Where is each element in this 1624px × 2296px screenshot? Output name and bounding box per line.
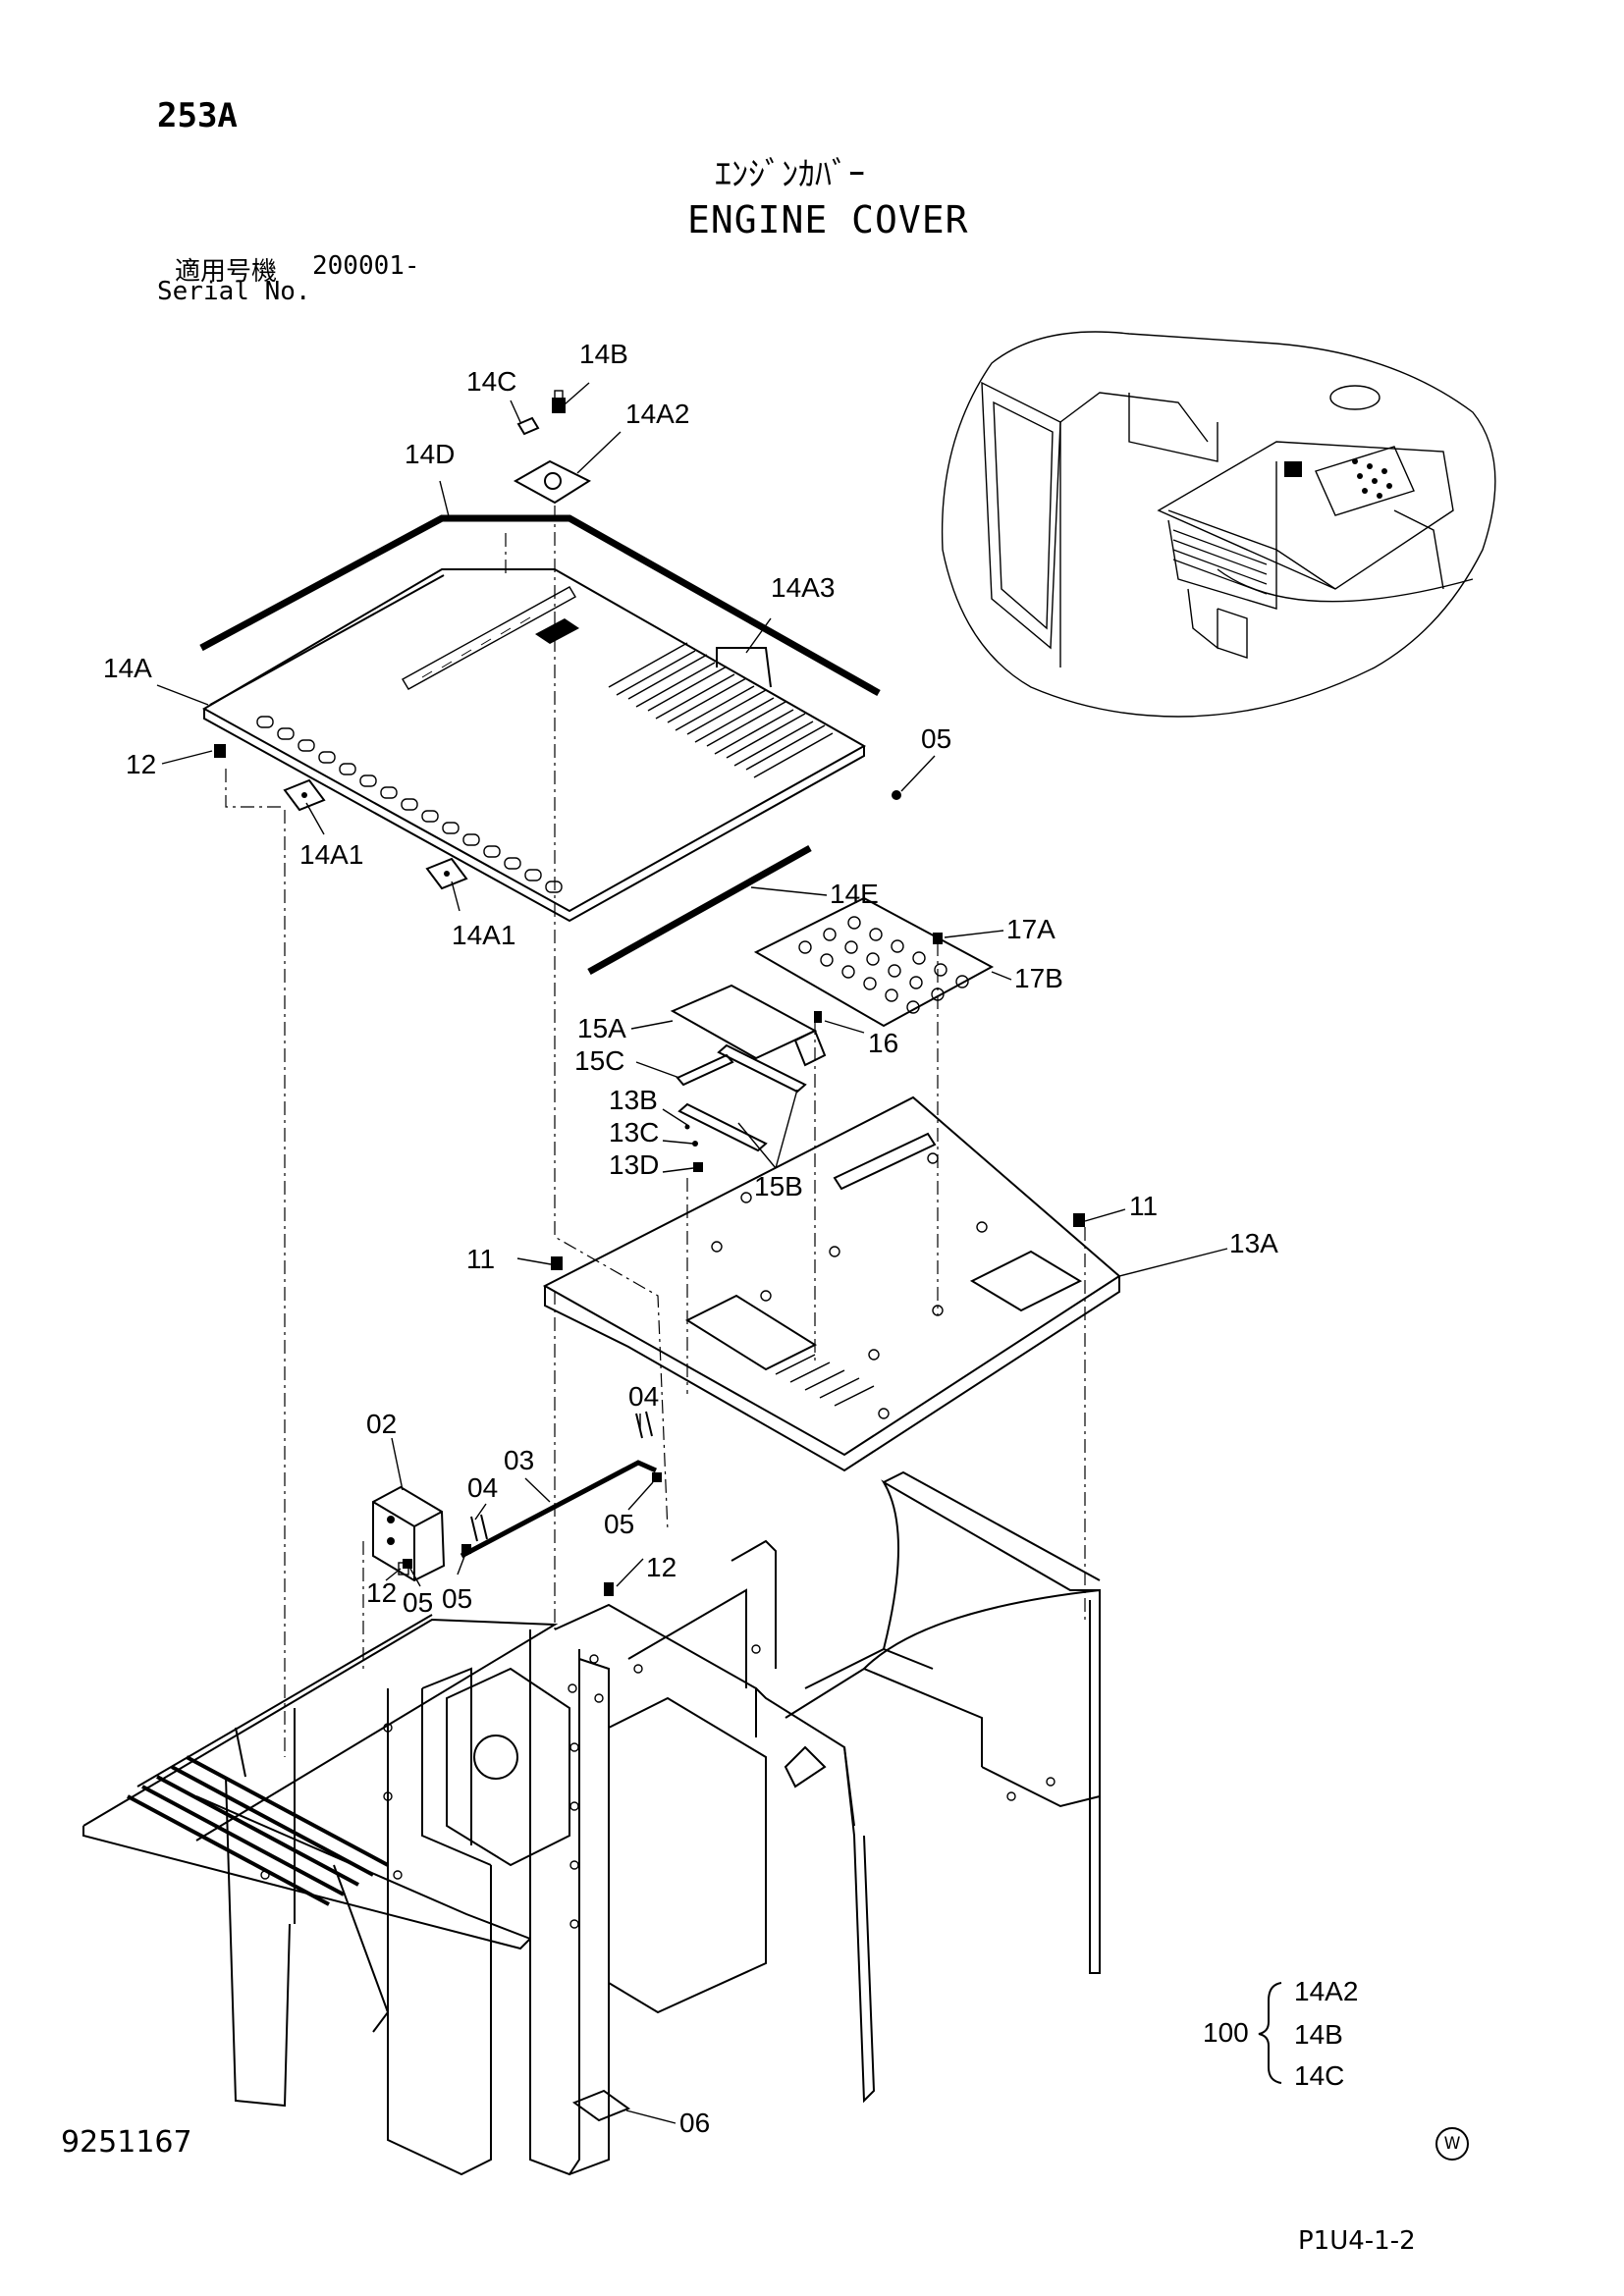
callout-04-upper: 04 xyxy=(628,1381,659,1412)
callout-05-cover: 05 xyxy=(921,723,951,754)
serial-label-english: Serial No. xyxy=(157,277,311,306)
callout-05-middle: 05 xyxy=(442,1583,472,1614)
part-16-bolt xyxy=(814,1011,822,1023)
callout-02: 02 xyxy=(366,1409,397,1439)
part-17B-perforated-plate xyxy=(753,896,995,1028)
callout-17A: 17A xyxy=(1006,914,1056,944)
title-english: ENGINE COVER xyxy=(687,198,969,241)
page-reference: P1U4-1-2 xyxy=(1298,2226,1416,2256)
callout-14A1-left: 14A1 xyxy=(299,839,363,870)
title-japanese: ｴﾝｼﾞﾝｶﾊﾞｰ xyxy=(715,155,865,194)
cover-slots-rear xyxy=(608,642,834,778)
kit-100-group: 100 14A2 14B 14C xyxy=(1203,1976,1358,2091)
serial-value: 200001- xyxy=(312,251,420,281)
callout-15B: 15B xyxy=(754,1171,803,1201)
part-13B xyxy=(684,1124,690,1130)
w-mark: W xyxy=(1435,2127,1469,2161)
part-14A2-lock-plate xyxy=(513,459,592,505)
callout-11-left: 11 xyxy=(466,1244,495,1274)
part-14A1-hinge xyxy=(283,778,468,890)
callout-12-bracket: 12 xyxy=(366,1577,397,1608)
callout-14E: 14E xyxy=(830,879,879,909)
part-13C xyxy=(692,1141,698,1147)
cover-slots-front xyxy=(256,716,563,893)
kit-item-14B: 14B xyxy=(1294,2019,1343,2050)
part-14B-lock xyxy=(552,390,566,413)
callout-12-cover: 12 xyxy=(126,749,156,779)
part-03-support-rod xyxy=(460,1460,658,1559)
callout-14B: 14B xyxy=(579,339,628,369)
part-12-bolt xyxy=(214,744,226,758)
part-04-pins xyxy=(470,1411,653,1542)
callout-17B: 17B xyxy=(1014,963,1063,993)
kit-item-14A2: 14A2 xyxy=(1294,1976,1358,2006)
callout-03: 03 xyxy=(504,1445,534,1475)
callout-13B: 13B xyxy=(609,1085,658,1115)
page-code: 253A xyxy=(157,96,238,135)
part-11-bolts xyxy=(551,1213,1085,1270)
callout-14A2: 14A2 xyxy=(625,399,689,429)
drawing-number: 9251167 xyxy=(61,2125,192,2160)
part-12-bolt-bracket xyxy=(398,1562,409,1575)
part-15B-strips xyxy=(677,1043,807,1152)
callout-12-frame: 12 xyxy=(646,1552,677,1582)
callout-14A3: 14A3 xyxy=(771,572,835,603)
part-14A-cover xyxy=(201,568,867,923)
part-13D xyxy=(693,1162,703,1172)
part-14D-seal xyxy=(199,514,881,702)
kit-item-14C: 14C xyxy=(1294,2060,1344,2091)
alignment-centre-lines xyxy=(225,506,1086,1757)
callout-15C: 15C xyxy=(574,1045,624,1076)
part-05-nut xyxy=(892,790,901,800)
callout-13A: 13A xyxy=(1229,1228,1278,1258)
part-02-bracket xyxy=(372,1485,446,1582)
kit-number: 100 xyxy=(1203,2017,1249,2048)
callout-05-bracket: 05 xyxy=(403,1587,433,1618)
part-06-clip xyxy=(571,2089,631,2122)
callout-14C: 14C xyxy=(466,366,516,397)
callout-15A: 15A xyxy=(577,1013,626,1043)
excavator-overview-illustration xyxy=(941,331,1496,718)
part-14C-key xyxy=(516,416,540,436)
callout-13D: 13D xyxy=(609,1149,659,1180)
callout-16: 16 xyxy=(868,1028,898,1058)
callout-11-right: 11 xyxy=(1129,1191,1158,1221)
part-14E-seal xyxy=(587,844,812,976)
part-12-bolt-lower xyxy=(604,1582,614,1596)
part-17A-bolt xyxy=(933,933,943,944)
part-15C-strip xyxy=(676,1053,734,1087)
callout-14A: 14A xyxy=(103,653,152,683)
serial-label-japanese: 適用号機 xyxy=(175,257,278,287)
part-15A-bracket xyxy=(670,984,827,1067)
engine-frame-structure xyxy=(82,1470,1101,2176)
callout-13C: 13C xyxy=(609,1117,659,1148)
callout-04-lower: 04 xyxy=(467,1472,498,1503)
callout-06: 06 xyxy=(679,2108,710,2138)
callout-14A1-right: 14A1 xyxy=(452,920,515,950)
callout-leader-lines xyxy=(156,382,1228,2124)
part-05-nuts xyxy=(403,1472,662,1569)
callout-14D: 14D xyxy=(405,439,455,469)
callout-05-rod: 05 xyxy=(604,1509,634,1539)
callout-labels: 14C 14B 14A2 14D 14A3 14A 12 05 14A1 14A… xyxy=(103,339,1278,2138)
